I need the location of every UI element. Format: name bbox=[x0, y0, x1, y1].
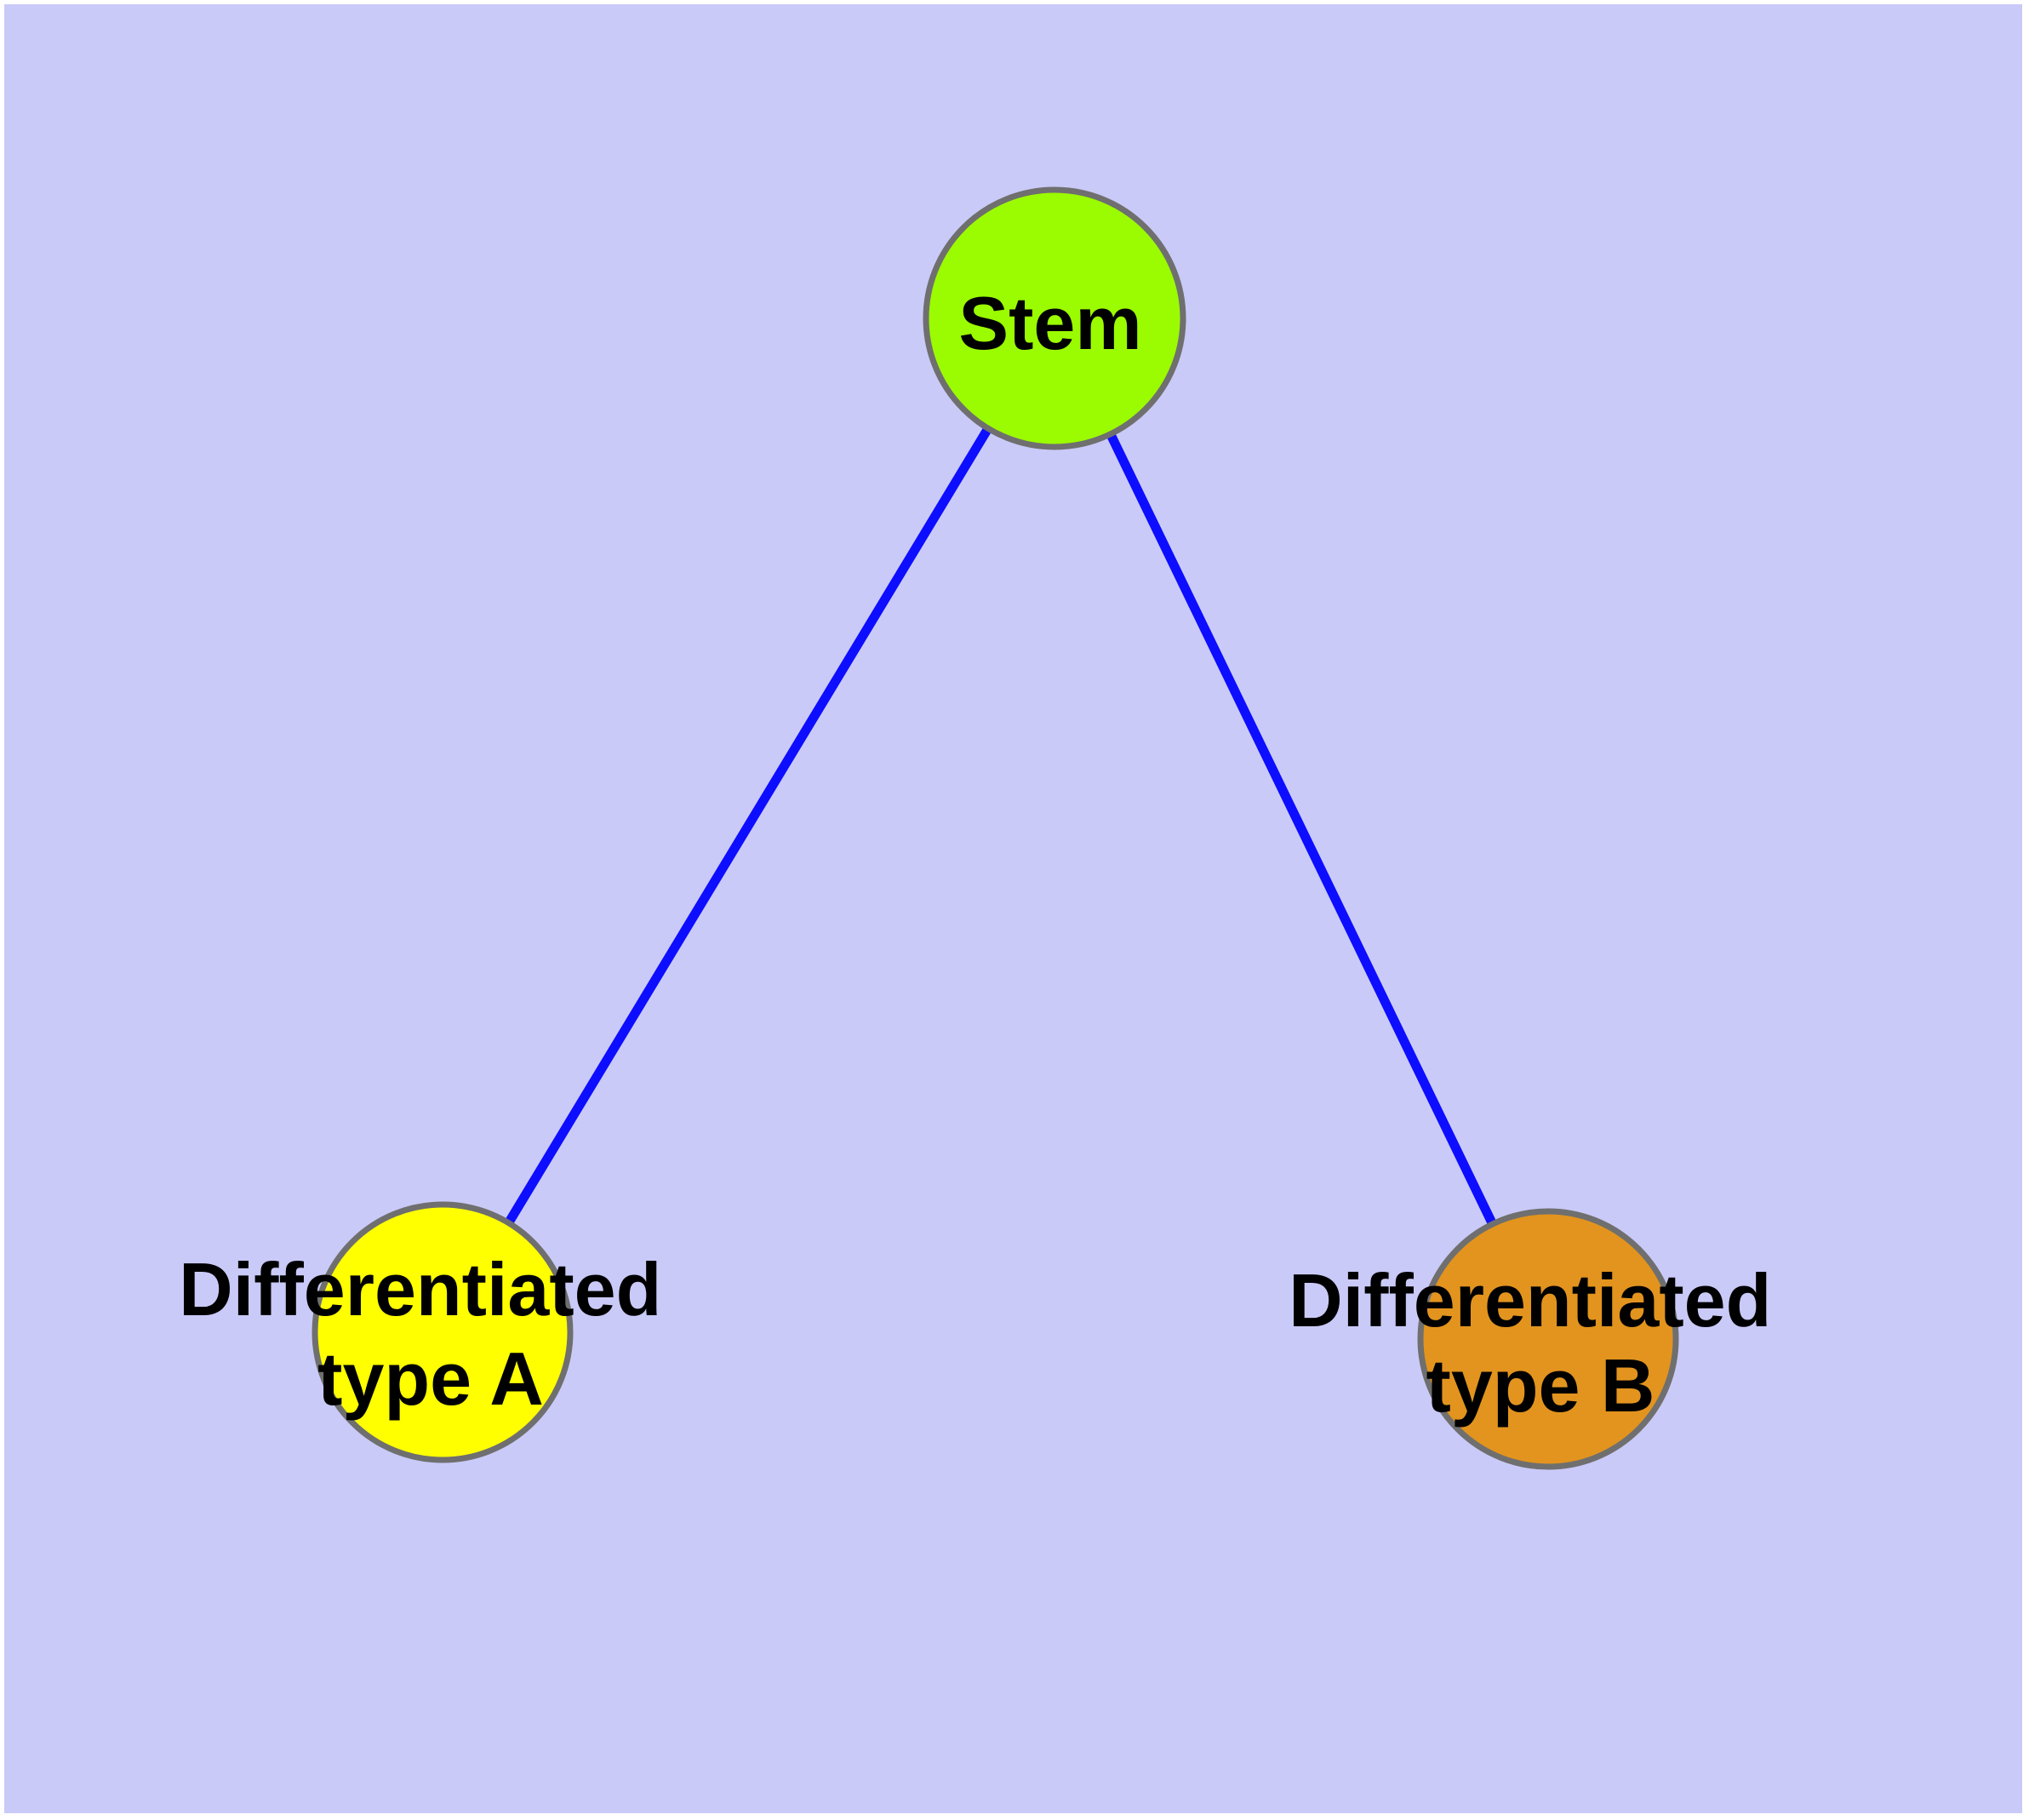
node-stem-label: Stem bbox=[958, 281, 1141, 365]
node-stem-circle bbox=[923, 186, 1186, 450]
node-stem: Stem bbox=[923, 186, 1186, 450]
node-type-b-label-line1: Differentiated bbox=[1289, 1258, 1771, 1342]
node-type-b-label-line2: type B bbox=[1426, 1343, 1655, 1428]
node-type-b-circle bbox=[1417, 1208, 1679, 1470]
node-stem-label-line1: Stem bbox=[958, 281, 1141, 365]
node-type-a-label: Differentiated type A bbox=[179, 1247, 683, 1421]
node-differentiated-type-b: Differentiated type B bbox=[1289, 1208, 1792, 1470]
edge-stem-to-type-a bbox=[438, 316, 1059, 1335]
node-type-a-label-line2: type A bbox=[317, 1336, 544, 1421]
node-type-a-circle bbox=[311, 1201, 574, 1463]
node-type-b-label: Differentiated type B bbox=[1289, 1258, 1792, 1428]
node-differentiated-type-a: Differentiated type A bbox=[179, 1201, 683, 1463]
edge-layer bbox=[438, 316, 1552, 1342]
node-type-a-label-line1: Differentiated bbox=[179, 1247, 661, 1331]
edge-stem-to-type-b bbox=[1050, 316, 1552, 1342]
